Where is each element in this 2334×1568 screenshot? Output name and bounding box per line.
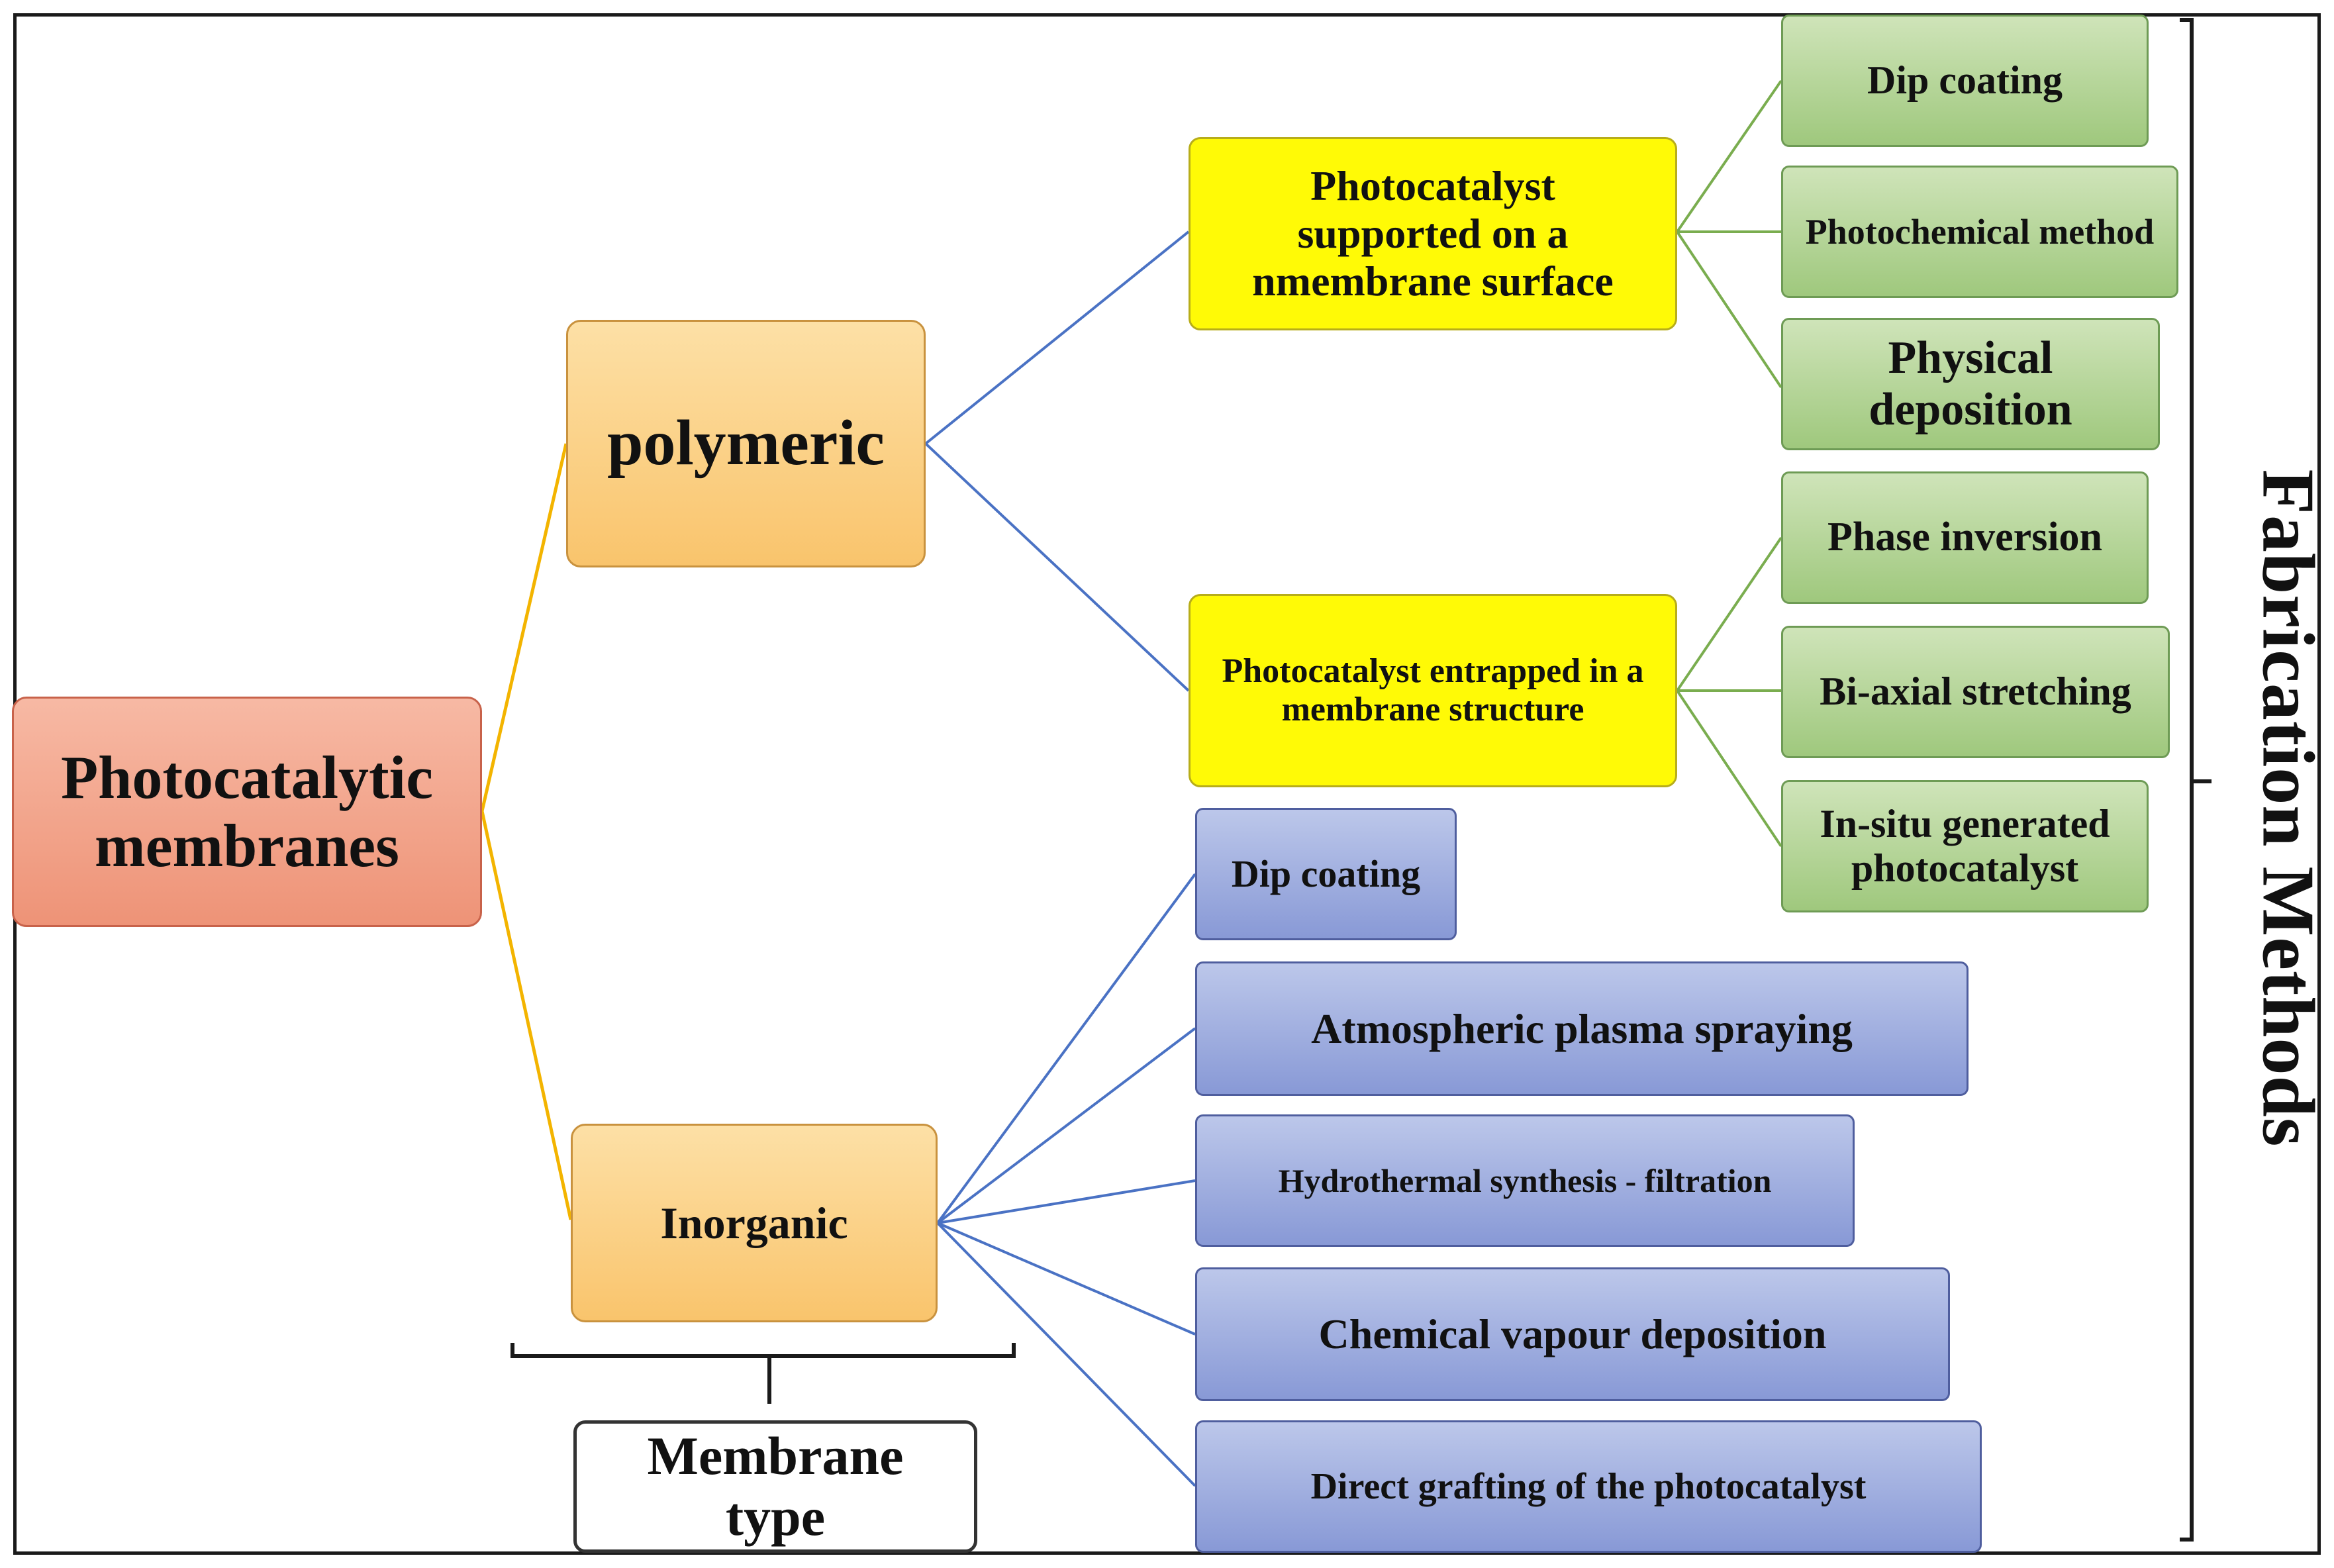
method-inorganic-chemical-vapour-deposition: Chemical vapour deposition: [1195, 1267, 1950, 1401]
connector-polymeric-surface: [924, 230, 1190, 445]
fabrication-methods-label: Fabrication Methods: [2247, 469, 2329, 1147]
method-inorganic-hydrothermal-filtration: Hydrothermal synthesis - filtration: [1195, 1114, 1855, 1247]
connector-inorganic-cvd: [937, 1222, 1196, 1336]
method-entrapped-insitu-photocatalyst: In-situ generated photocatalyst: [1781, 780, 2149, 912]
connector-surface-dip: [1676, 79, 1782, 233]
connector-inorganic-dip-coating: [936, 873, 1196, 1224]
node-photocatalyst-supported-on-surface: Photocatalyst supported on a nmembrane s…: [1189, 137, 1677, 330]
method-inorganic-atmospheric-plasma-spraying: Atmospheric plasma spraying: [1195, 961, 1969, 1096]
method-inorganic-dip-coating: Dip coating: [1195, 808, 1457, 940]
connector-surface-physical: [1676, 230, 1782, 389]
connector-inorganic-plasma: [936, 1027, 1196, 1224]
connector-root-inorganic: [480, 810, 573, 1220]
fabrication-methods-bracket: [2180, 18, 2212, 1542]
connector-root-polymeric: [480, 443, 568, 812]
method-inorganic-direct-grafting: Direct grafting of the photocatalyst: [1195, 1420, 1982, 1553]
method-entrapped-biaxial-stretching: Bi-axial stretching: [1781, 626, 2170, 758]
node-photocatalyst-entrapped-in-structure: Photocatalyst entrapped in a membrane st…: [1189, 594, 1677, 787]
root-photocatalytic-membranes: Photocatalytic membranes: [12, 697, 482, 927]
method-surface-physical-deposition: Physical deposition: [1781, 318, 2160, 450]
method-surface-dip-coating: Dip coating: [1781, 15, 2149, 147]
connector-inorganic-hydrothermal: [937, 1179, 1196, 1224]
method-surface-photochemical: Photochemical method: [1781, 166, 2178, 298]
connector-polymeric-entrapped: [924, 442, 1190, 692]
membrane-type-bracket: [511, 1343, 1016, 1404]
node-inorganic: Inorganic: [571, 1124, 938, 1322]
membrane-type-label: Membrane type: [573, 1420, 977, 1553]
method-entrapped-phase-inversion: Phase inversion: [1781, 471, 2149, 604]
connector-entrapped-phase: [1676, 536, 1782, 692]
connector-inorganic-grafting: [936, 1222, 1196, 1487]
node-polymeric: polymeric: [566, 320, 926, 567]
connector-entrapped-insitu: [1676, 689, 1782, 848]
